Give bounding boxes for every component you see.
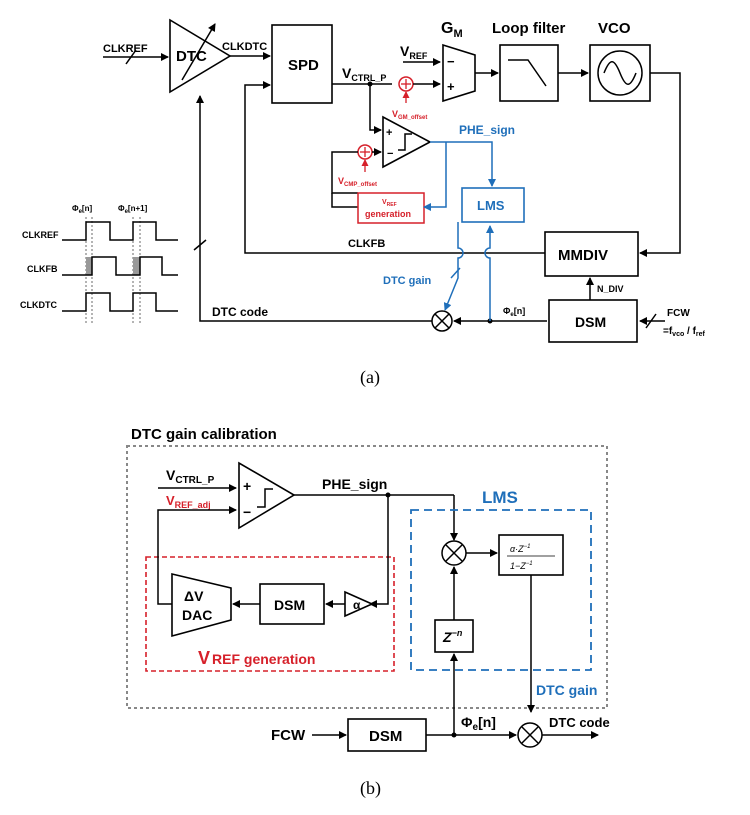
phe-sign-b-label: PHE_sign [322,476,387,492]
accumulator-block [498,534,564,576]
phase-error-fill [86,257,92,275]
dtc-code-b-label: DTC code [549,715,610,730]
dtc-label: DTC [176,48,207,65]
caption-b: (b) [360,778,381,799]
calibration-dashed-box [126,445,608,709]
vref-label: VREF [400,43,428,61]
mmdiv-label: MMDIV [558,247,608,264]
dv-label: ΔV [184,588,204,604]
vco-out-wire [639,72,681,257]
dsm-b-inner-label: DSM [274,597,305,613]
clkfb-wire [244,81,545,254]
svg-text:generation: generation [365,209,411,219]
dac-block [171,572,232,638]
lms-b-label: LMS [482,488,518,507]
bus-slash-icon [125,49,137,65]
timing-clkdtc-label: CLKDTC [20,300,57,310]
fcw-a-label: FCW [667,308,690,319]
multiplier-b1-icon [441,540,467,566]
phie-n-b-label: Φe[n] [461,714,496,733]
accumulator-denominator: 1−Z−1 [510,561,533,571]
accumulator-numerator: α·Z−1 [510,544,530,554]
svg-text:+: + [243,478,251,494]
vctrl-p-label: VCTRL_P [342,65,386,83]
vcmp-offset-label: VCMP_offset [338,176,377,188]
timing-diagram: Φe[n] Φe[n+1] CLKREF CLKFB CLKDTC [20,204,178,325]
svg-text:−: − [447,54,455,69]
dsm-a-block [548,299,638,343]
diagram-a: CLKREF DTC CLKDTC SPD VCTRL_P VGM_offset… [20,18,706,388]
hysteresis-icon [398,133,412,151]
vgm-offset-label: VGM_offset [392,109,427,121]
multiplier-a-icon [431,310,453,332]
phe-sign-label: PHE_sign [459,123,515,137]
svg-text:+: + [386,127,392,139]
hysteresis-icon [257,488,273,508]
dsm-b-label: DSM [369,728,402,745]
z-delay-label: Z−n [442,628,463,645]
vref-generation-label: VREF [382,199,397,208]
alpha-label: α [353,598,361,612]
clkdtc-waveform [62,292,178,312]
vref-generation-dashed-box [145,556,395,672]
loop-filter-label: Loop filter [492,20,565,37]
lms-dashed-box [410,509,592,671]
dtc-code-wire [196,95,432,322]
svg-text:−: − [387,148,393,160]
tunable-arrow-icon [181,23,216,81]
calibration-title: DTC gain calibration [131,426,277,443]
vco-label: VCO [598,20,631,37]
dsm-b-inner-block [259,583,325,625]
clkdtc-label: CLKDTC [222,41,267,53]
spd-label: SPD [288,57,319,74]
comparator-block: + − [382,115,432,169]
gm-block: − + [442,43,476,103]
phie-n-label: Φe[n] [503,306,525,318]
clkfb-waveform [62,256,178,276]
vref-adj-label: VREF_adj [166,493,211,510]
spd-block [271,24,333,104]
dac-label: DAC [182,607,212,623]
multiplier-b2-icon [517,722,543,748]
oscillator-icon [597,50,643,96]
lowpass-icon [508,59,547,87]
dtc-gain-wire [443,222,464,311]
dtc-gain-b-label: DTC gain [536,682,597,698]
svg-text:−: − [243,504,251,520]
fcw-eq-label: =fvco / fref [663,326,706,338]
phe-sign-wire [430,141,496,187]
lms-label: LMS [477,198,505,213]
comparator-b-block: + − [238,461,296,530]
fcw-b-label: FCW [271,727,306,744]
dtc-block: DTC [169,18,232,94]
timing-clkref-label: CLKREF [22,230,59,240]
dtc-gain-label: DTC gain [383,275,432,287]
dsm-b-block [347,718,427,752]
diagram-b: DTC gain calibration VCTRL_P VREF_adj + … [126,426,610,799]
phase-error-fill [133,257,140,275]
svg-text:+: + [447,79,455,94]
loop-filter-block [499,44,559,102]
mmdiv-block [544,231,639,277]
caption-a: (a) [360,367,380,388]
dsm-a-label: DSM [575,314,606,330]
timing-clkfb-label: CLKFB [27,264,58,274]
clkref-label: CLKREF [103,43,148,55]
lms-block [461,187,525,223]
vctrl-p-b-label: VCTRL_P [166,467,215,486]
clkfb-label: CLKFB [348,238,385,250]
clkref-waveform [62,221,178,241]
dtc-code-label: DTC code [212,305,268,319]
phi-n-label: Φe[n] [72,204,92,215]
gm-label: GM [441,20,463,40]
ndiv-label: N_DIV [597,284,624,294]
phi-n1-label: Φe[n+1] [118,204,148,215]
